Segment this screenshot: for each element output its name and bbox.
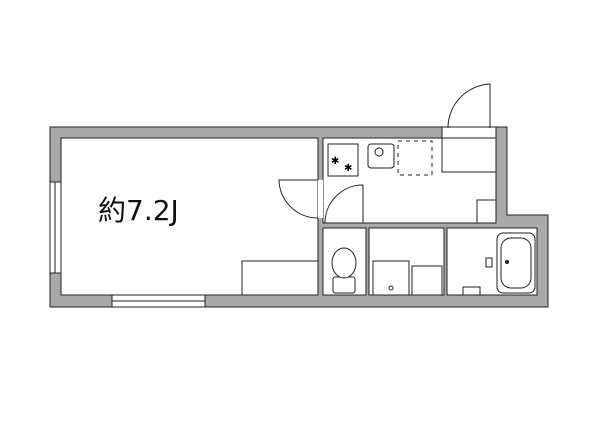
entrance-storage	[441, 137, 497, 173]
toilet-tank	[332, 276, 356, 294]
toilet-bowl	[331, 247, 357, 279]
toilet-door[interactable]	[324, 184, 364, 224]
stove	[327, 143, 359, 177]
wash-basin	[411, 265, 443, 296]
entrance-door[interactable]	[447, 83, 491, 129]
room-label: 約7.2J	[98, 194, 179, 227]
burner-icon: ✱	[331, 156, 339, 167]
shelf	[462, 286, 481, 296]
shoe-box	[476, 199, 497, 224]
washing-machine	[372, 260, 410, 296]
fridge-space	[397, 140, 433, 176]
closet	[241, 260, 319, 296]
entrance-opening	[441, 126, 497, 139]
drain	[505, 260, 509, 264]
faucet	[485, 257, 493, 268]
room-doorway	[318, 180, 323, 218]
burner-icon: ✱	[344, 163, 352, 174]
room-door[interactable]	[278, 179, 319, 219]
